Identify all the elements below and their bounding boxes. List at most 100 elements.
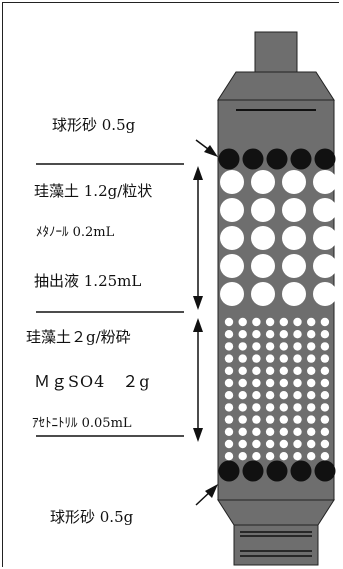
small-bead <box>238 427 247 436</box>
label-methanol: ﾒﾀﾉｰﾙ 0.2mL <box>36 225 115 240</box>
small-bead <box>320 330 330 339</box>
small-bead <box>238 403 247 412</box>
large-bead <box>220 282 244 306</box>
small-bead <box>224 342 234 351</box>
large-bead <box>282 170 306 194</box>
label-diatom-bottom: 珪藻土２g/粉砕 <box>26 328 131 346</box>
small-bead <box>293 342 302 351</box>
small-bead <box>252 439 261 449</box>
small-bead <box>307 366 316 375</box>
small-bead <box>224 439 234 449</box>
small-bead <box>320 391 330 400</box>
small-bead <box>252 427 261 436</box>
small-bead <box>320 354 330 363</box>
small-bead <box>265 366 275 375</box>
small-bead <box>252 317 261 327</box>
small-bead <box>224 452 234 461</box>
small-bead <box>293 403 302 412</box>
small-bead <box>252 354 261 363</box>
small-bead <box>238 317 247 327</box>
small-bead <box>238 391 247 400</box>
large-bead <box>220 254 244 278</box>
small-bead <box>265 342 275 351</box>
small-bead <box>265 427 275 436</box>
small-bead <box>238 415 247 424</box>
small-bead <box>279 415 288 424</box>
small-bead <box>224 378 234 388</box>
small-bead <box>320 403 330 412</box>
small-bead <box>279 439 288 449</box>
small-bead <box>265 378 275 388</box>
small-bead <box>279 403 288 412</box>
small-bead <box>320 452 330 461</box>
small-bead <box>307 439 316 449</box>
label-diatom-top: 珪藻土 1.2g/粒状 <box>34 182 153 200</box>
large-bead <box>251 198 275 222</box>
label-bottom-sand: 球形砂 0.5g <box>50 508 134 526</box>
large-bead <box>282 282 306 306</box>
sand-ball-bottom <box>314 460 336 482</box>
small-bead <box>265 415 275 424</box>
large-bead <box>313 170 337 194</box>
small-bead <box>279 391 288 400</box>
small-bead <box>279 317 288 327</box>
large-bead <box>313 226 337 250</box>
large-bead <box>282 254 306 278</box>
small-bead <box>238 330 247 339</box>
small-bead <box>320 366 330 375</box>
small-bead <box>307 342 316 351</box>
small-bead <box>320 378 330 388</box>
range-arrow-upper <box>193 166 203 310</box>
large-bead <box>220 170 244 194</box>
small-bead <box>320 317 330 327</box>
small-bead <box>238 378 247 388</box>
small-bead <box>279 330 288 339</box>
small-bead <box>320 342 330 351</box>
small-bead <box>265 317 275 327</box>
small-bead <box>307 415 316 424</box>
small-bead <box>279 342 288 351</box>
small-bead <box>279 452 288 461</box>
small-bead <box>238 354 247 363</box>
sand-ball-bottom <box>266 460 288 482</box>
small-bead <box>293 415 302 424</box>
large-bead <box>313 198 337 222</box>
large-bead <box>282 226 306 250</box>
small-bead <box>224 427 234 436</box>
small-bead <box>252 342 261 351</box>
column-cap <box>254 31 298 73</box>
small-bead <box>293 427 302 436</box>
small-bead <box>279 427 288 436</box>
small-bead <box>293 452 302 461</box>
sand-ball-top <box>242 148 264 170</box>
pointer-arrow-top <box>195 139 218 157</box>
label-acetonitrile: ｱｾﾄﾆﾄﾘﾙ 0.05mL <box>32 416 132 431</box>
small-bead <box>252 391 261 400</box>
small-bead <box>238 439 247 449</box>
sand-ball-top <box>218 148 240 170</box>
small-bead <box>307 354 316 363</box>
small-bead <box>293 354 302 363</box>
small-bead <box>293 439 302 449</box>
range-arrow-lower <box>193 318 203 442</box>
small-bead <box>224 317 234 327</box>
small-bead <box>252 378 261 388</box>
small-bead <box>265 330 275 339</box>
small-bead <box>293 366 302 375</box>
small-bead <box>252 415 261 424</box>
large-bead <box>282 198 306 222</box>
small-bead <box>293 391 302 400</box>
small-bead <box>224 403 234 412</box>
small-bead <box>224 415 234 424</box>
sand-ball-top <box>290 148 312 170</box>
sand-ball-bottom <box>290 460 312 482</box>
large-bead <box>251 170 275 194</box>
large-bead <box>313 254 337 278</box>
small-bead <box>265 439 275 449</box>
small-bead <box>252 366 261 375</box>
large-bead <box>220 198 244 222</box>
small-bead <box>307 378 316 388</box>
large-bead <box>251 254 275 278</box>
small-bead <box>293 378 302 388</box>
